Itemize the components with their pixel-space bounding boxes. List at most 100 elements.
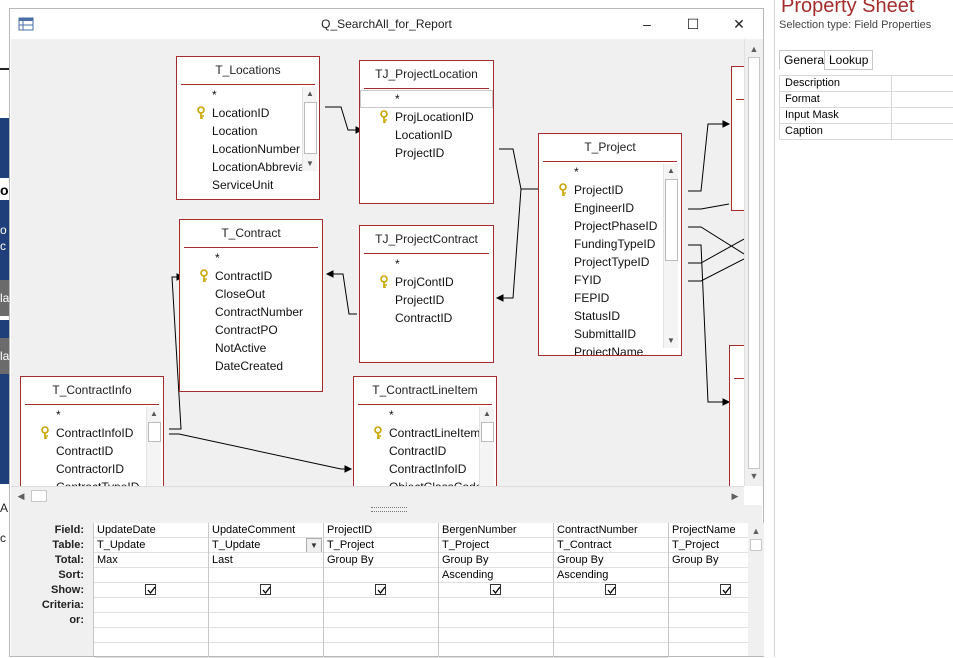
criteria-cell[interactable] xyxy=(554,598,668,613)
empty-cell[interactable] xyxy=(209,643,323,658)
table-cell[interactable]: T_Update xyxy=(94,538,208,553)
tab-lookup[interactable]: Lookup xyxy=(824,50,874,70)
tab-general[interactable]: General xyxy=(779,50,832,70)
total-cell[interactable]: Group By xyxy=(439,553,553,568)
field-cell[interactable]: UpdateComment xyxy=(209,523,323,538)
field-item[interactable]: ContractID xyxy=(389,444,447,458)
field-list[interactable]: * ProjContID ProjectID ContractID xyxy=(360,255,493,362)
table-title[interactable]: T_Locations xyxy=(215,63,281,77)
criteria-cell[interactable] xyxy=(439,598,553,613)
table-title[interactable]: T_ContractLineItem xyxy=(372,383,478,397)
show-cell[interactable] xyxy=(324,583,438,598)
chevron-down-icon[interactable]: ▼ xyxy=(306,538,322,552)
table-title[interactable]: TJ_ProjectLocation xyxy=(375,67,478,81)
property-value-input[interactable] xyxy=(891,108,953,123)
property-value-input[interactable] xyxy=(891,92,953,107)
grid-column[interactable]: ProjectName T_Project Group By xyxy=(668,523,749,656)
field-item[interactable]: ContractTypeID xyxy=(21,478,147,486)
total-cell[interactable]: Group By xyxy=(554,553,668,568)
field-cell[interactable]: ProjectID xyxy=(324,523,438,538)
field-list-scrollbar[interactable]: ▲ ▼ xyxy=(302,87,317,171)
sort-cell[interactable] xyxy=(94,568,208,583)
sort-cell[interactable] xyxy=(209,568,323,583)
table-box-tj-projectlocation[interactable]: TJ_ProjectLocation * ProjLocationID Loca… xyxy=(359,60,494,204)
or-cell[interactable] xyxy=(94,613,208,628)
diagram-vertical-scrollbar[interactable]: ▲ ▼ xyxy=(744,39,763,486)
scroll-down-arrow-icon[interactable]: ▼ xyxy=(306,159,314,168)
criteria-cell[interactable] xyxy=(669,598,749,613)
relationship-diagram-pane[interactable]: T_Locations * LocationID Location Locati… xyxy=(11,39,744,486)
field-item[interactable]: * xyxy=(574,165,579,179)
table-box-tj-projectcontract[interactable]: TJ_ProjectContract * ProjContID ProjectI… xyxy=(359,225,494,363)
field-item[interactable]: ProjectName xyxy=(574,345,644,355)
show-checkbox[interactable] xyxy=(375,584,386,595)
table-cell[interactable]: T_Project xyxy=(439,538,553,553)
field-item[interactable]: LocationNumber xyxy=(212,142,301,156)
field-list[interactable]: * LocationID Location LocationNumber Loc… xyxy=(177,86,303,199)
empty-cell[interactable] xyxy=(94,643,208,658)
field-item[interactable]: * xyxy=(212,88,217,102)
show-cell[interactable] xyxy=(94,583,208,598)
field-list-scrollbar[interactable]: ▲ ▼ xyxy=(663,164,678,348)
property-row[interactable]: Description xyxy=(779,75,953,92)
empty-cell[interactable] xyxy=(94,628,208,643)
grid-column[interactable]: BergenNumber T_Project Group By Ascendin… xyxy=(438,523,553,658)
field-cell[interactable]: ContractNumber xyxy=(554,523,668,538)
scroll-thumb[interactable] xyxy=(481,422,494,442)
show-checkbox[interactable] xyxy=(720,584,731,595)
empty-cell[interactable] xyxy=(324,628,438,643)
show-cell[interactable] xyxy=(669,583,749,598)
field-item[interactable]: ProjectID xyxy=(539,181,665,199)
scroll-up-arrow-icon[interactable]: ▲ xyxy=(306,89,314,98)
field-item[interactable]: ContractInfoID xyxy=(389,462,467,476)
field-item[interactable]: ProjectID xyxy=(395,146,445,160)
diagram-horizontal-scrollbar[interactable]: ◀ ▶ xyxy=(11,486,744,505)
scroll-down-arrow-icon[interactable]: ▼ xyxy=(749,471,759,481)
or-cell[interactable] xyxy=(554,613,668,628)
table-box-t-locations[interactable]: T_Locations * LocationID Location Locati… xyxy=(176,56,320,200)
empty-cell[interactable] xyxy=(554,628,668,643)
field-item[interactable]: ContractLineItem xyxy=(354,424,480,442)
field-item[interactable]: NotActive xyxy=(215,341,267,355)
field-item[interactable]: ContractID xyxy=(395,311,453,325)
sort-cell[interactable]: Ascending xyxy=(554,568,668,583)
scroll-thumb[interactable] xyxy=(148,422,161,442)
property-row[interactable]: Caption xyxy=(779,124,953,140)
field-item[interactable]: ContractorID xyxy=(56,462,125,476)
table-title[interactable]: T_Project xyxy=(584,140,636,154)
field-item[interactable]: * xyxy=(395,257,400,271)
maximize-button[interactable]: ☐ xyxy=(686,16,700,32)
field-item[interactable]: StatusID xyxy=(574,309,621,323)
show-checkbox[interactable] xyxy=(490,584,501,595)
grid-column[interactable]: UpdateComment T_Update▼ Last xyxy=(208,523,323,658)
table-box-offscreen-top[interactable] xyxy=(731,66,744,211)
total-cell[interactable]: Group By xyxy=(669,553,749,568)
table-title[interactable]: T_ContractInfo xyxy=(52,383,132,397)
property-row[interactable]: Input Mask xyxy=(779,108,953,124)
field-item[interactable]: ProjectPhaseID xyxy=(574,219,658,233)
field-item[interactable]: SubmittalID xyxy=(574,327,637,341)
field-item[interactable]: ContractID xyxy=(180,267,322,285)
empty-cell[interactable] xyxy=(209,628,323,643)
sort-cell[interactable] xyxy=(324,568,438,583)
scroll-thumb[interactable] xyxy=(665,179,678,261)
scroll-thumb[interactable] xyxy=(31,490,47,502)
scroll-down-arrow-icon[interactable]: ▼ xyxy=(667,336,675,345)
field-item[interactable]: ProjectID xyxy=(395,293,445,307)
show-checkbox[interactable] xyxy=(605,584,616,595)
criteria-cell[interactable] xyxy=(209,598,323,613)
field-list[interactable]: * ContractInfoID ContractID ContractorID… xyxy=(21,406,147,486)
query-design-grid[interactable]: Field: Table: Total: Sort: Show: Criteri… xyxy=(11,513,764,658)
empty-cell[interactable] xyxy=(669,643,749,656)
grid-vertical-scrollbar[interactable]: ▲ xyxy=(748,523,764,656)
scroll-thumb[interactable] xyxy=(304,102,317,154)
field-item[interactable]: LocationAbbrevia xyxy=(212,160,303,174)
field-item[interactable]: ServiceUnit xyxy=(212,178,274,192)
title-bar[interactable]: Q_SearchAll_for_Report – ☐ ✕ xyxy=(10,9,763,39)
field-cell[interactable]: ProjectName xyxy=(669,523,749,538)
show-cell[interactable] xyxy=(554,583,668,598)
table-title[interactable]: T_Contract xyxy=(221,226,281,240)
field-item[interactable]: * xyxy=(56,408,61,422)
property-row[interactable]: Format xyxy=(779,92,953,108)
field-cell[interactable]: BergenNumber xyxy=(439,523,553,538)
